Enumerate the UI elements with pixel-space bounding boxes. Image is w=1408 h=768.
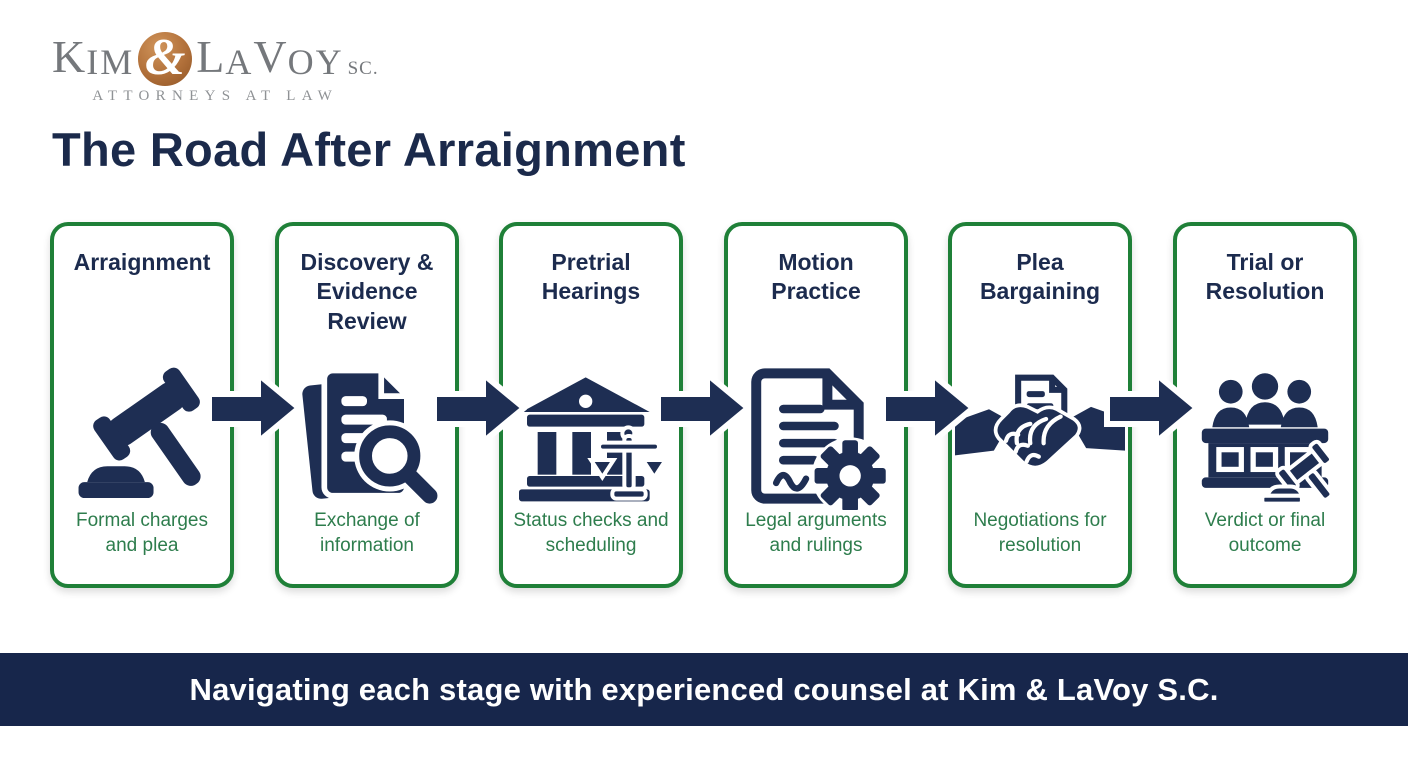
logo-ampersand-badge: & [136, 28, 194, 86]
document-magnifier-icon [302, 367, 441, 508]
stage-title: Trial or Resolution [1205, 249, 1325, 305]
handshake-document-icon [955, 374, 1125, 470]
stage-title: Arraignment [73, 249, 211, 275]
stage-caption: Legal arguments and rulings [745, 509, 887, 556]
logo-letter: L [196, 31, 226, 82]
stage-title: Pretrial Hearings [541, 249, 641, 305]
courthouse-scales-icon [519, 377, 670, 502]
copper-circle [138, 32, 193, 86]
flow-arrow [1104, 370, 1200, 446]
stage-icon-box [279, 352, 455, 520]
stage-card-trial-resolution: Trial or Resolution [1173, 222, 1357, 588]
logo-suffix: SC. [347, 58, 379, 79]
stage-card-motion-practice: Motion Practice [724, 222, 908, 588]
stage-caption: Verdict or final outcome [1204, 509, 1326, 556]
stage-caption: Status checks and scheduling [513, 509, 669, 556]
stage-title: Discovery & Evidence Review [300, 249, 434, 334]
stage-icon-box [54, 352, 230, 520]
gavel-icon [78, 367, 201, 499]
logo-tagline: ATTORNEYS AT LAW [92, 88, 339, 104]
logo-letters: IM [86, 42, 135, 82]
flow-arrow [431, 370, 527, 446]
stage-caption: Negotiations for resolution [973, 509, 1107, 556]
logo-letters: A [225, 42, 254, 82]
stage-icon-box [1177, 352, 1353, 520]
stage-title: Plea Bargaining [979, 249, 1101, 305]
stage-caption: Formal charges and plea [76, 509, 208, 556]
footer-banner: Navigating each stage with experienced c… [0, 653, 1408, 726]
stage-icon-box [952, 352, 1128, 520]
flow-arrow [880, 370, 976, 446]
flow-arrow [655, 370, 751, 446]
ampersand-glyph: & [145, 29, 186, 86]
flow-arrow [206, 370, 302, 446]
stage-card-pretrial-hearings: Pretrial Hearings [499, 222, 683, 588]
stage-caption: Exchange of information [314, 509, 420, 556]
stage-icon-box [728, 352, 904, 520]
stage-card-plea-bargaining: Plea Bargaining Negotiations for resolut… [948, 222, 1132, 588]
logo-letter: K [52, 31, 87, 82]
stage-card-arraignment: Arraignment Formal charges and plea [50, 222, 234, 588]
page-title: The Road After Arraignment [52, 123, 686, 176]
jury-gavel-icon [1201, 372, 1334, 505]
stage-icon-box [503, 352, 679, 520]
logo-letter: V [253, 31, 288, 82]
footer-banner-text: Navigating each stage with experienced c… [189, 671, 1219, 707]
stage-title: Motion Practice [771, 249, 861, 305]
document-gear-icon [751, 368, 889, 510]
logo-letters: OY [287, 42, 344, 82]
